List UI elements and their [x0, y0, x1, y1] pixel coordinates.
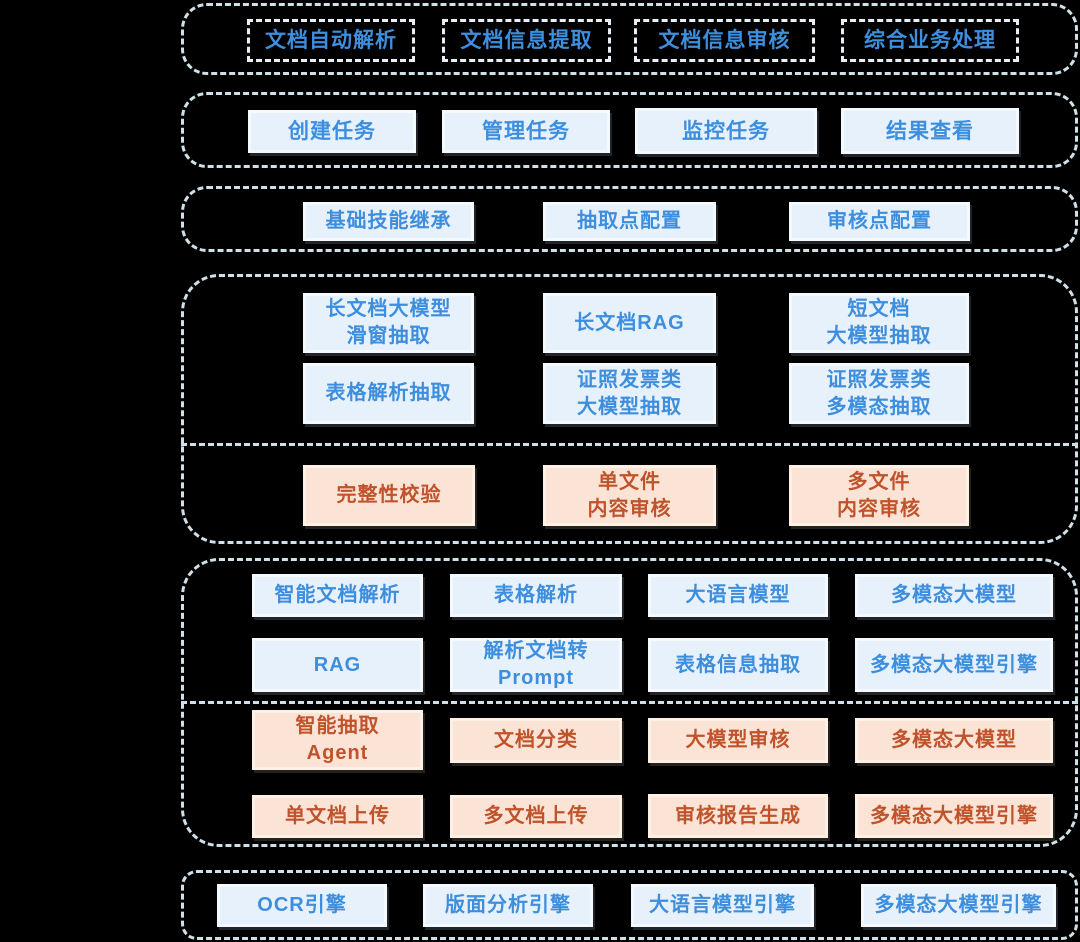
box-multimodal-llm-engine: 多模态大模型引擎 [855, 638, 1053, 692]
box-multi-doc-upload: 多文档上传 [450, 795, 622, 838]
box-single-doc-upload: 单文档上传 [252, 795, 423, 838]
box-doc-info-extract: 文档信息提取 [442, 19, 611, 62]
box-create-task: 创建任务 [248, 110, 416, 153]
box-ocr-engine: OCR引擎 [217, 884, 387, 927]
box-long-doc-rag: 长文档RAG [543, 293, 716, 353]
box-intelligent-extract-agent: 智能抽取 Agent [252, 710, 423, 770]
box-llm: 大语言模型 [648, 574, 828, 617]
box-multimodal-llm-review: 多模态大模型 [855, 718, 1053, 763]
box-short-doc-llm-extract: 短文档 大模型抽取 [789, 293, 969, 353]
box-doc-classification: 文档分类 [450, 718, 622, 763]
extraction-review-divider [181, 443, 1078, 446]
capabilities-divider [181, 701, 1078, 704]
box-monitor-task: 监控任务 [635, 108, 817, 154]
box-long-doc-llm-sliding-window: 长文档大模型 滑窗抽取 [303, 293, 474, 353]
box-basic-skill-inherit: 基础技能继承 [303, 202, 474, 241]
layer-engines [181, 870, 1078, 940]
layer-scenarios [181, 3, 1078, 75]
layer-config [181, 186, 1078, 252]
box-intelligent-doc-parse: 智能文档解析 [252, 574, 423, 617]
box-manage-task: 管理任务 [442, 110, 610, 153]
box-completeness-check: 完整性校验 [303, 465, 475, 526]
box-doc-auto-parse: 文档自动解析 [247, 19, 415, 62]
box-single-file-content-review: 单文件 内容审核 [543, 465, 716, 526]
box-multi-file-content-review: 多文件 内容审核 [789, 465, 969, 526]
box-multimodal-llm-engine-upload: 多模态大模型引擎 [855, 794, 1053, 838]
layer-extraction-review [181, 274, 1078, 544]
box-extract-point-config: 抽取点配置 [543, 202, 716, 241]
box-multimodal-llm-engine-bottom: 多模态大模型引擎 [861, 884, 1056, 927]
box-comprehensive-business: 综合业务处理 [841, 19, 1019, 62]
box-llm-engine: 大语言模型引擎 [631, 884, 814, 927]
box-table-parse-extract: 表格解析抽取 [303, 363, 474, 424]
box-review-report-generate: 审核报告生成 [648, 794, 828, 838]
box-llm-review: 大模型审核 [648, 718, 828, 763]
box-license-invoice-llm-extract: 证照发票类 大模型抽取 [543, 363, 716, 424]
box-parse-doc-to-prompt: 解析文档转 Prompt [450, 638, 622, 692]
layer-tasks [181, 92, 1078, 168]
box-doc-info-review: 文档信息审核 [634, 19, 815, 62]
box-review-point-config: 审核点配置 [789, 202, 970, 241]
box-view-results: 结果查看 [841, 108, 1019, 154]
box-multimodal-llm: 多模态大模型 [855, 574, 1053, 617]
box-license-invoice-multimodal-extract: 证照发票类 多模态抽取 [789, 363, 969, 424]
box-table-info-extract: 表格信息抽取 [648, 638, 828, 692]
box-table-parse: 表格解析 [450, 574, 622, 617]
box-rag: RAG [252, 638, 423, 692]
box-layout-analysis-engine: 版面分析引擎 [423, 884, 593, 927]
